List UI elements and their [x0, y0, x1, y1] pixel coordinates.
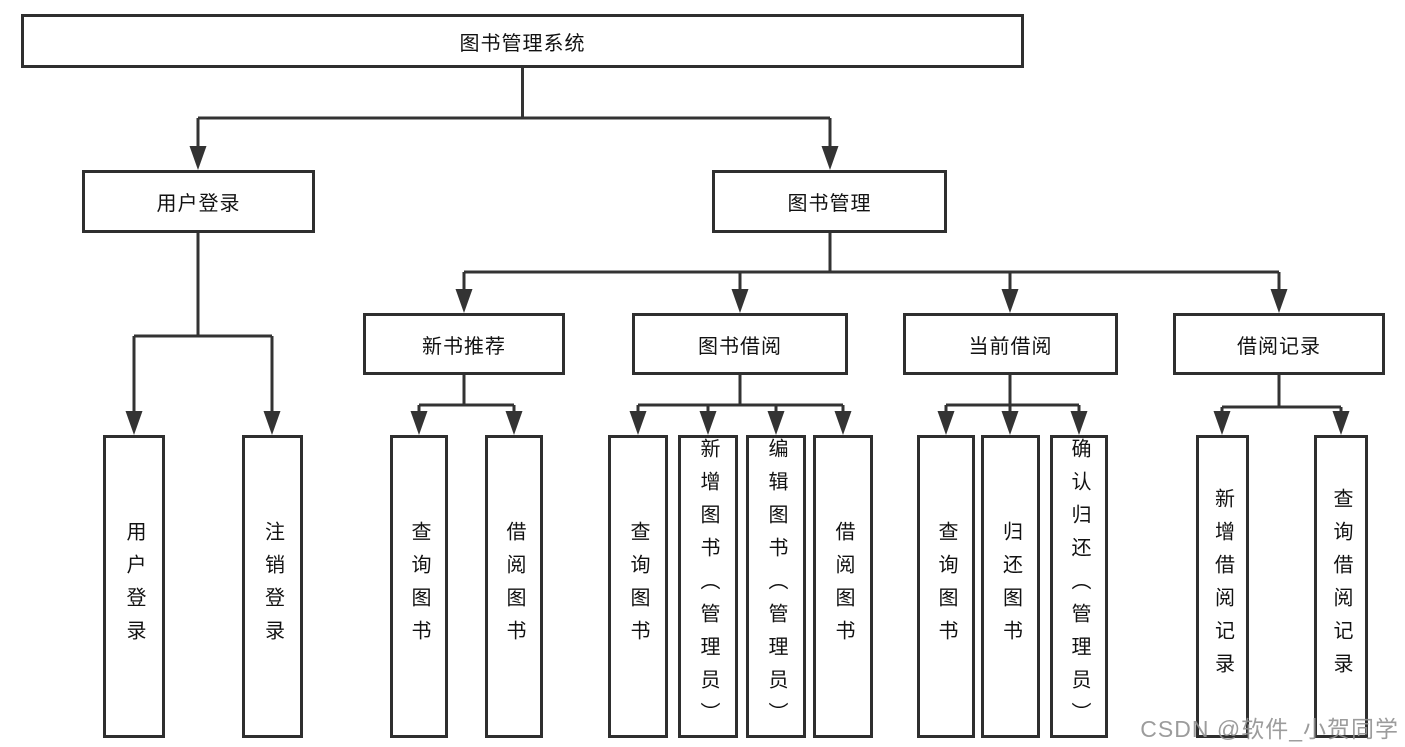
node-book-borrow: 图书借阅	[632, 313, 848, 375]
node-label: 图书管理	[787, 193, 872, 215]
connector-strokes	[132, 66, 1343, 416]
leaf-label: 新增图书（管理员）	[697, 438, 719, 735]
node-new-book-recommend: 新书推荐	[363, 313, 565, 375]
leaf-label: 归还图书	[999, 520, 1022, 653]
leaf-return-book: 归还图书	[981, 435, 1040, 738]
leaf-add-borrow-record: 新增借阅记录	[1196, 435, 1249, 738]
leaf-label: 借阅图书	[503, 520, 525, 653]
leaf-newbook-borrow-book: 借阅图书	[485, 435, 543, 738]
leaf-logout: 注销登录	[242, 435, 303, 738]
node-borrow-record: 借阅记录	[1173, 313, 1385, 375]
node-label: 当前借阅	[968, 335, 1053, 358]
leaf-borrow-borrow-book: 借阅图书	[813, 435, 873, 738]
leaf-label: 查询图书	[935, 520, 957, 653]
leaf-label: 新增借阅记录	[1211, 487, 1234, 686]
node-library-management-system: 图书管理系统	[21, 14, 1024, 68]
node-label: 新书推荐	[422, 335, 506, 358]
node-current-borrow: 当前借阅	[903, 313, 1118, 375]
node-label: 图书借阅	[698, 335, 782, 358]
leaf-query-borrow-record: 查询借阅记录	[1314, 435, 1368, 738]
leaf-label: 查询图书	[408, 520, 430, 653]
node-label: 借阅记录	[1237, 335, 1321, 358]
leaf-confirm-return-admin: 确认归还（管理员）	[1050, 435, 1108, 738]
node-user-login: 用户登录	[82, 170, 315, 233]
node-book-management: 图书管理	[712, 170, 947, 233]
leaf-edit-book-admin: 编辑图书（管理员）	[746, 435, 806, 738]
leaf-borrow-query-book: 查询图书	[608, 435, 668, 738]
node-label: 用户登录	[156, 193, 241, 215]
leaf-label: 注销登录	[261, 520, 284, 653]
leaf-label: 借阅图书	[832, 520, 854, 653]
leaf-label: 用户登录	[123, 520, 145, 653]
csdn-watermark: CSDN @软件_小贺同学	[1140, 716, 1399, 742]
leaf-label: 查询图书	[627, 520, 649, 653]
leaf-newbook-query-book: 查询图书	[390, 435, 448, 738]
leaf-current-query-book: 查询图书	[917, 435, 975, 738]
leaf-label: 编辑图书（管理员）	[765, 438, 787, 735]
leaf-label: 确认归还（管理员）	[1068, 438, 1090, 735]
connector-arrowheads	[125, 146, 1350, 435]
leaf-user-login: 用户登录	[103, 435, 165, 738]
node-label: 图书管理系统	[459, 32, 586, 55]
leaf-add-book-admin: 新增图书（管理员）	[678, 435, 738, 738]
leaf-label: 查询借阅记录	[1330, 487, 1352, 686]
